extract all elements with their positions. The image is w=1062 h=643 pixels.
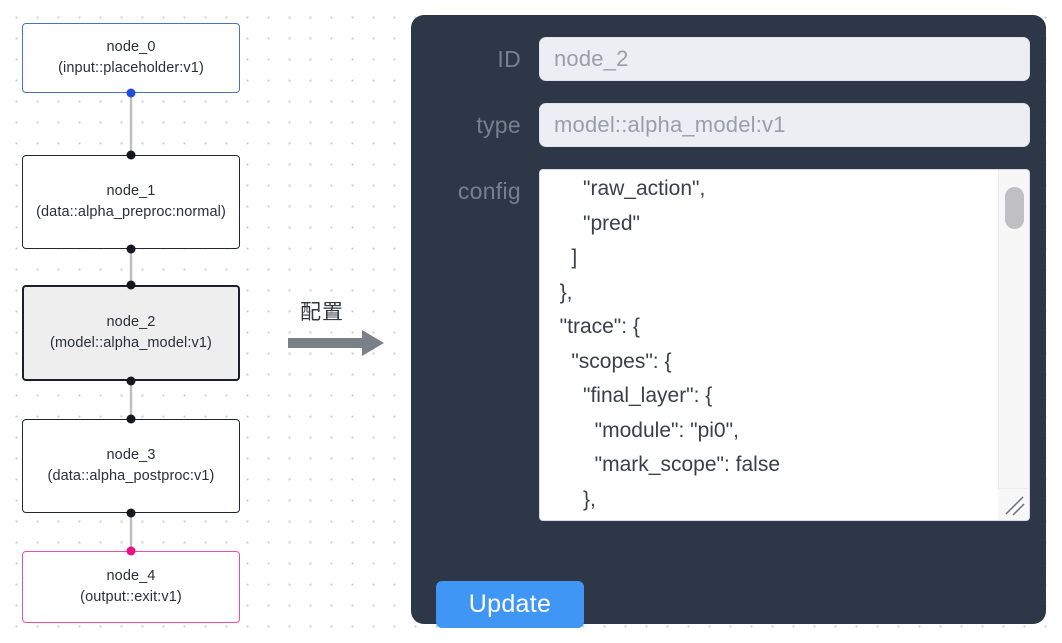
- field-row-config: config "raw_action", "pred" ] }, "trace"…: [427, 169, 1030, 521]
- type-field-label: type: [476, 112, 521, 138]
- node-handle-node_1-source[interactable]: [126, 244, 136, 254]
- node-handle-node_0-source[interactable]: [126, 88, 136, 98]
- config-textarea-scrollbar-thumb[interactable]: [1005, 187, 1024, 229]
- node-handle-node_3-source[interactable]: [126, 508, 136, 518]
- id-field-label: ID: [497, 46, 521, 72]
- flow-node-node_1[interactable]: node_1 (data::alpha_preproc:normal): [22, 155, 240, 249]
- config-textarea-wrapper[interactable]: "raw_action", "pred" ] }, "trace": { "sc…: [539, 169, 1030, 521]
- annotation-arrow-group: 配置: [288, 296, 400, 362]
- resize-grip-icon[interactable]: [998, 488, 1028, 519]
- type-input[interactable]: model::alpha_model:v1: [539, 103, 1030, 147]
- config-textarea-scrollbar[interactable]: [998, 170, 1029, 520]
- flow-node-node_0[interactable]: node_0 (input::placeholder:v1): [22, 23, 240, 93]
- node-handle-node_1-target[interactable]: [126, 150, 136, 160]
- node-config-panel: ID node_2 type model::alpha_model:v1 con…: [411, 15, 1046, 628]
- field-row-type: type model::alpha_model:v1: [427, 103, 1030, 147]
- config-textarea[interactable]: "raw_action", "pred" ] }, "trace": { "sc…: [559, 177, 780, 511]
- flow-node-label: node_3 (data::alpha_postproc:v1): [47, 447, 215, 484]
- node-handle-node_3-target[interactable]: [126, 414, 136, 424]
- flow-node-label: node_0 (input::placeholder:v1): [58, 39, 204, 76]
- config-field-label: config: [457, 178, 521, 204]
- flow-node-node_3[interactable]: node_3 (data::alpha_postproc:v1): [22, 419, 240, 513]
- flow-node-node_2[interactable]: node_2 (model::alpha_model:v1): [22, 285, 240, 381]
- flow-node-label: node_2 (model::alpha_model:v1): [50, 314, 212, 351]
- node-handle-node_2-source[interactable]: [126, 376, 136, 386]
- node-handle-node_2-target[interactable]: [126, 280, 136, 290]
- annotation-label: 配置: [300, 300, 344, 324]
- field-row-id: ID node_2: [427, 37, 1030, 81]
- flow-node-label: node_4 (output::exit:v1): [80, 568, 182, 605]
- flow-node-label: node_1 (data::alpha_preproc:normal): [36, 183, 226, 220]
- node-handle-node_4-target[interactable]: [126, 546, 136, 556]
- right-arrow-icon: [288, 330, 384, 356]
- flow-node-node_4[interactable]: node_4 (output::exit:v1): [22, 551, 240, 623]
- id-input[interactable]: node_2: [539, 37, 1030, 81]
- update-button[interactable]: Update: [436, 581, 584, 628]
